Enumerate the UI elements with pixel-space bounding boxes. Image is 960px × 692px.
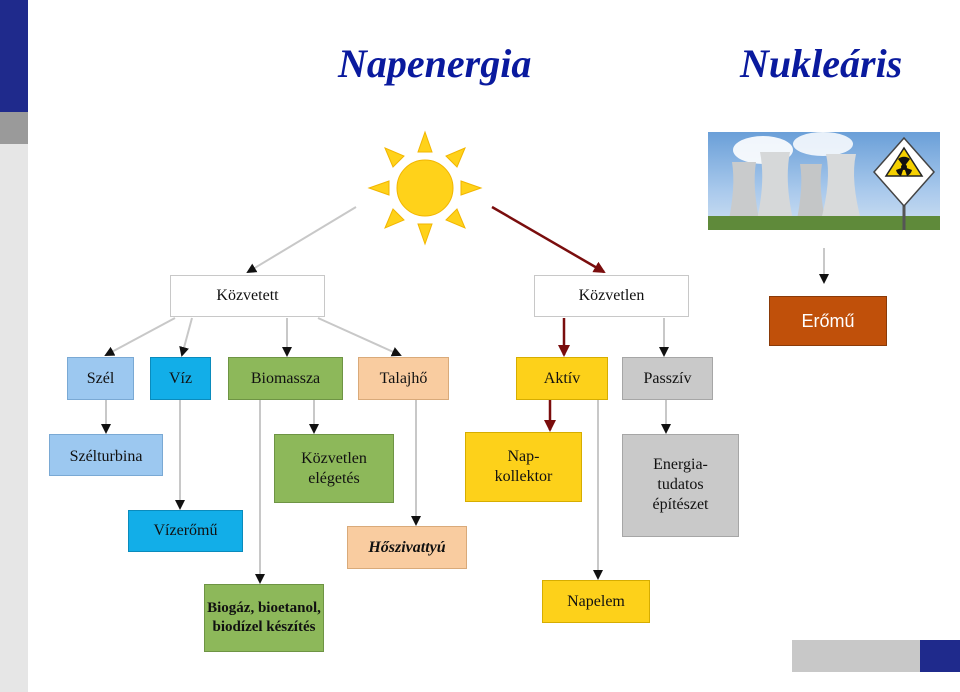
box-napelem: Napelem — [542, 580, 650, 623]
label-biogaz-1: Biogáz, bioetanol, — [207, 600, 321, 616]
box-aktiv: Aktív — [516, 357, 608, 400]
label-energiatudatos-2: tudatos — [657, 476, 704, 493]
box-biomassza: Biomassza — [228, 357, 343, 400]
side-band-blue — [0, 0, 28, 112]
box-passziv: Passzív — [622, 357, 713, 400]
box-napkollektor: Nap- kollektor — [465, 432, 582, 502]
label-kozvetlen-elegetes-2: elégetés — [308, 469, 360, 487]
label-napkollektor-1: Nap- — [507, 448, 540, 465]
title-nuklearis: Nukleáris — [740, 41, 903, 86]
cooling-tower — [728, 162, 760, 224]
corner-decoration-blue — [920, 640, 960, 672]
box-szel: Szél — [67, 357, 134, 400]
label-energiatudatos-1: Energia- — [653, 456, 708, 473]
box-kozvetett: Közvetett — [170, 275, 325, 317]
label-biogaz-2: biodízel készítés — [212, 618, 316, 635]
box-eromu: Erőmű — [769, 296, 887, 346]
side-band-gray — [0, 112, 28, 144]
box-biogaz: Biogáz, bioetanol, biodízel készítés — [204, 584, 324, 652]
box-kozvetlen-elegetes: Közvetlen elégetés — [274, 434, 394, 503]
box-kozvetlen: Közvetlen — [534, 275, 689, 317]
box-talajho: Talajhő — [358, 357, 449, 400]
box-viz: Víz — [150, 357, 211, 400]
title-napenergia: Napenergia — [338, 41, 532, 86]
nuclear-plant-image — [708, 132, 940, 230]
box-szelturbina: Szélturbina — [49, 434, 163, 476]
box-energiatudatos: Energia- tudatos építészet — [622, 434, 739, 537]
box-hoszivattyu: Hőszivattyú — [347, 526, 467, 569]
box-vizeromu: Vízerőmű — [128, 510, 243, 552]
label-kozvetlen-elegetes-1: Közvetlen — [301, 449, 367, 467]
label-szelturbina: Szélturbina — [69, 448, 143, 465]
label-napkollektor-2: kollektor — [494, 468, 553, 485]
label-energiatudatos-3: építészet — [652, 496, 709, 513]
